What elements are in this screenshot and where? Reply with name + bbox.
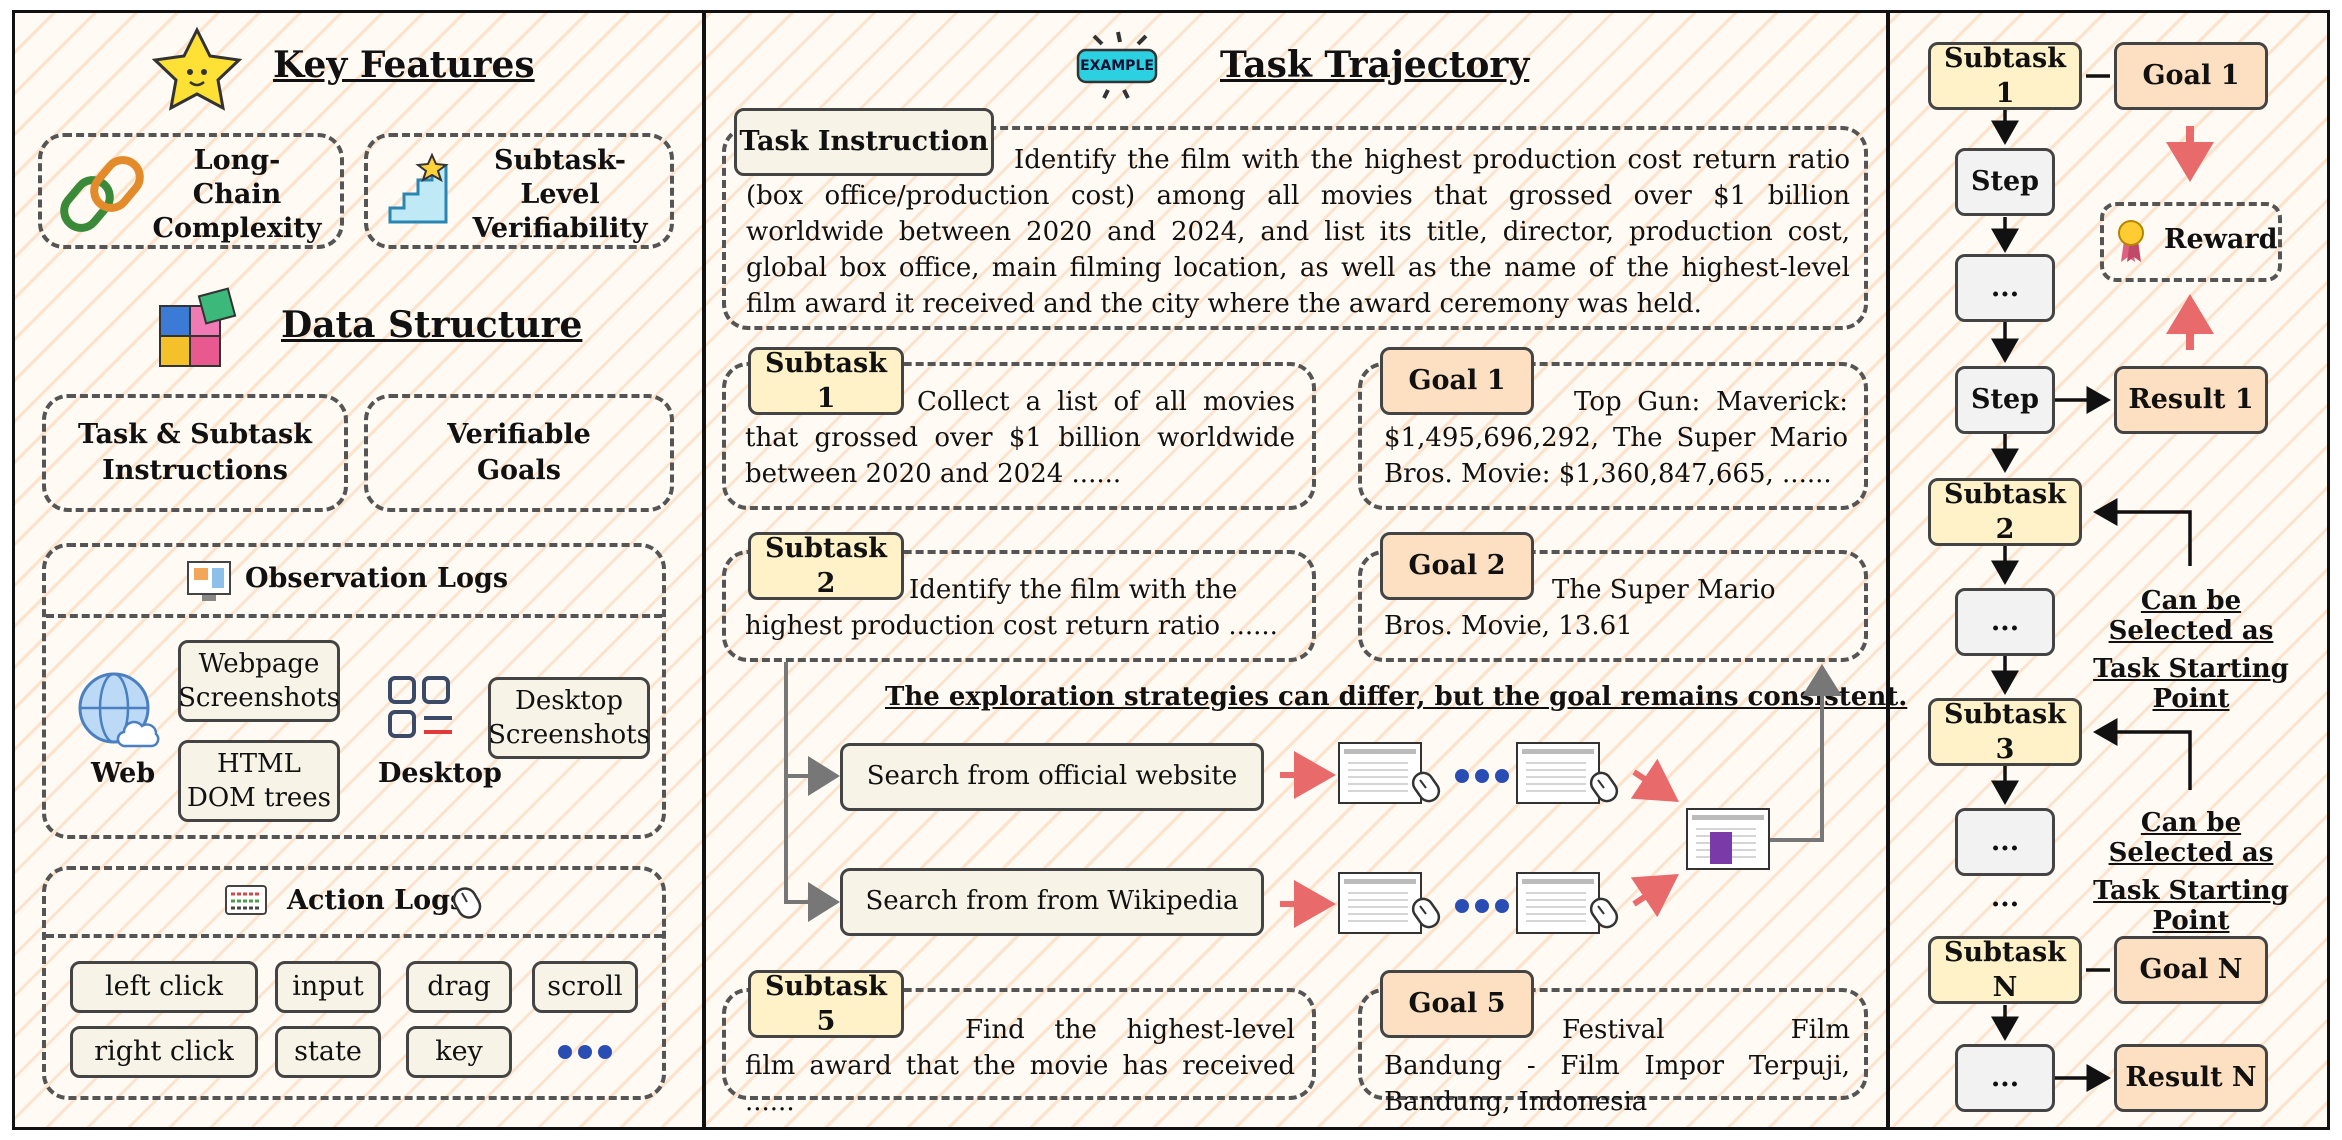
search-wikipedia-box: Search from from Wikipedia (840, 868, 1264, 936)
exploration-strategies-note: The exploration strategies can differ, b… (885, 682, 1908, 712)
goal5-panel (1358, 988, 1868, 1100)
action-left-click: left click (70, 961, 258, 1013)
desktop-label: Desktop (378, 758, 502, 789)
feature-subtask-verifiability (364, 133, 674, 249)
desktop-screenshots-box: Desktop Screenshots (488, 677, 650, 759)
screenshot-thumbnail (1338, 742, 1422, 804)
mouse-icon (1411, 897, 1441, 929)
panel-divider-left (702, 10, 706, 1130)
web-label: Web (91, 758, 156, 789)
goal1-text: Top Gun: Maverick: $1,495,696,292, The S… (1384, 387, 1848, 489)
right-goalN: Goal N (2114, 936, 2268, 1004)
html-dom-trees-box: HTML DOM trees (178, 740, 340, 822)
screenshot-thumbnail (1516, 742, 1600, 804)
action-input: input (275, 961, 381, 1013)
right-resultN: Result N (2114, 1044, 2268, 1112)
task-subtask-instructions-box: Task & Subtask Instructions (42, 394, 348, 512)
search-official-website-box: Search from official website (840, 743, 1264, 811)
task-instruction-label: Task Instruction (734, 108, 994, 176)
subtask5-panel (722, 988, 1316, 1100)
goal2-panel (1358, 550, 1868, 662)
mouse-icon (1589, 771, 1619, 803)
goal2-text: The Super Mario Bros. Movie, 13.61 (1384, 575, 1776, 641)
subtask5-text: Find the highest-level film award that t… (745, 1015, 1295, 1117)
right-ellipsis-box: ... (1955, 1044, 2055, 1112)
subtask2-panel (722, 550, 1316, 662)
right-result1: Result 1 (2114, 366, 2268, 434)
screenshot-thumbnail (1516, 872, 1600, 934)
example-badge-label: EXAMPLE (1080, 58, 1154, 74)
action-logs-title: Action Logs (287, 885, 466, 916)
goal1-label: Goal 1 (1380, 347, 1534, 415)
action-drag: drag (406, 961, 512, 1013)
webpage-screenshots-box: Webpage Screenshots (178, 640, 340, 722)
subtask2-label: Subtask 2 (748, 532, 904, 600)
right-step2: Step (1955, 366, 2055, 434)
mouse-icon (1589, 897, 1619, 929)
subtask1-label: Subtask 1 (748, 347, 904, 415)
feature-long-chain (38, 133, 344, 249)
subtask2-text: Identify the film with the highest produ… (745, 575, 1278, 641)
right-ellipsis-box: ... (1955, 254, 2055, 322)
right-subtaskN: Subtask N (1928, 936, 2082, 1004)
goal1-panel (1358, 362, 1868, 510)
verifiable-goals-box: Verifiable Goals (364, 394, 674, 512)
right-vertical-dots: ... (1990, 881, 2020, 913)
reward-label: Reward (2164, 224, 2278, 255)
mouse-icon (1411, 771, 1441, 803)
movie-poster-image (1710, 832, 1732, 864)
goal5-label: Goal 5 (1380, 970, 1534, 1038)
result-page-thumbnail (1686, 808, 1770, 870)
right-ellipsis-box: ... (1955, 808, 2055, 876)
subtask5-label: Subtask 5 (748, 970, 904, 1038)
right-ellipsis-box: ... (1955, 588, 2055, 656)
observation-divider (46, 614, 662, 618)
goal2-label: Goal 2 (1380, 532, 1534, 600)
action-state: state (275, 1026, 381, 1078)
action-right-click: right click (70, 1026, 258, 1078)
more-steps-dots (1454, 766, 1510, 786)
right-goal1: Goal 1 (2114, 42, 2268, 110)
action-divider (46, 934, 662, 938)
panel-divider-right (1886, 10, 1890, 1130)
task-instruction-panel (722, 126, 1868, 330)
more-actions-dots (555, 1042, 615, 1062)
task-trajectory-title: Task Trajectory (1220, 44, 1530, 86)
action-scroll: scroll (532, 961, 638, 1013)
goal5-text: Festival Film Bandung - Film Impor Terpu… (1384, 1015, 1850, 1117)
action-key: key (406, 1026, 512, 1078)
data-structure-title: Data Structure (281, 304, 583, 346)
observation-logs-panel (42, 543, 666, 839)
observation-logs-title: Observation Logs (245, 563, 509, 594)
reward-box (2100, 202, 2282, 282)
right-step1: Step (1955, 148, 2055, 216)
action-logs-panel (42, 866, 666, 1100)
task-instruction-text: Identify the film with the highest produ… (746, 145, 1850, 319)
subtask1-text: Collect a list of all movies that grosse… (745, 387, 1295, 489)
subtask1-panel (722, 362, 1316, 510)
right-subtask2: Subtask 2 (1928, 478, 2082, 546)
right-subtask3: Subtask 3 (1928, 698, 2082, 766)
key-features-title: Key Features (273, 44, 535, 86)
right-subtask1: Subtask 1 (1928, 42, 2082, 110)
more-steps-dots (1454, 896, 1510, 916)
screenshot-thumbnail (1338, 872, 1422, 934)
